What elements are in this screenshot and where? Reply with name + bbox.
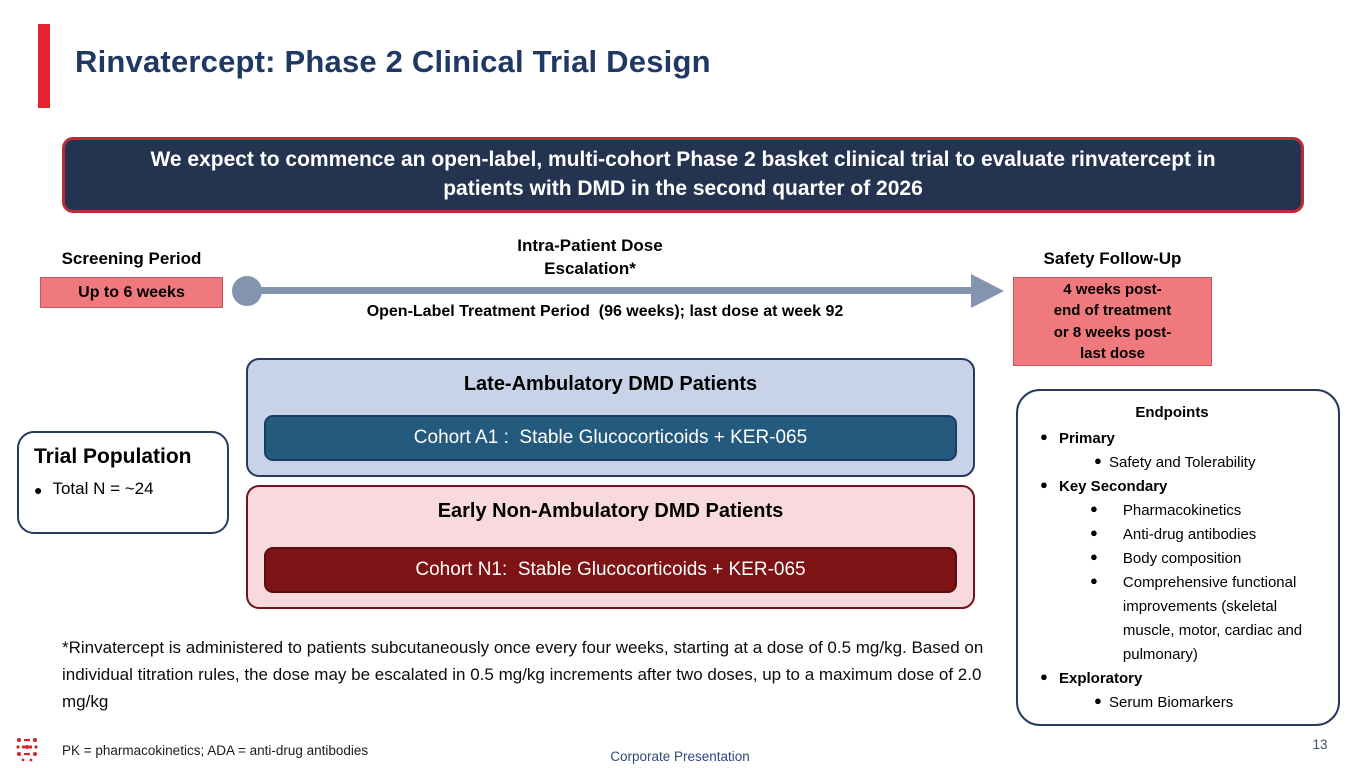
endpoint-exploratory-sub: ● Serum Biomarkers [1018,691,1326,715]
screening-duration-box: Up to 6 weeks [40,277,223,308]
endpoint-sub-label: Comprehensive functional improvements (s… [1122,574,1303,663]
bullet-icon: ● [1090,549,1098,564]
cohort-late-ambulatory-box: Late-Ambulatory DMD Patients Cohort A1 :… [246,358,975,477]
page-number: 13 [1312,737,1328,752]
endpoint-key-secondary: ● Key Secondary [1018,475,1326,499]
endpoint-key-secondary-label: Key Secondary [1059,478,1168,495]
cohort-n-group-title: Early Non-Ambulatory DMD Patients [437,500,784,522]
endpoint-exploratory-label: Exploratory [1059,670,1143,687]
cohort-a-group-title: Late-Ambulatory DMD Patients [463,373,758,395]
dose-escalation-label: Intra-Patient Dose Escalation* [420,235,760,281]
endpoints-box: Endpoints ● Primary ● Safety and Tolerab… [1016,389,1340,726]
endpoint-key-secondary-sub: ● Pharmacokinetics [1018,499,1326,523]
endpoint-sub-label: Pharmacokinetics [1122,502,1242,519]
cohort-n1-bar: Cohort N1: Stable Glucocorticoids + KER-… [264,547,957,593]
bullet-icon: ● [1090,501,1098,516]
dose-escalation-line1: Intra-Patient Dose [517,236,663,255]
endpoint-primary-label: Primary [1059,430,1115,447]
bullet-icon: ● [1094,453,1102,468]
slide-title: Rinvatercept: Phase 2 Clinical Trial Des… [75,44,711,79]
title-accent-bar [38,24,50,108]
footer-presentation-label: Corporate Presentation [610,749,750,764]
bullet-icon: ● [1040,429,1048,444]
abbreviations-note: PK = pharmacokinetics; ADA = anti-drug a… [62,743,369,758]
screening-period-label: Screening Period [61,249,202,268]
safety-box-line: last dose [1079,344,1145,362]
endpoint-key-secondary-sub: ● Body composition [1018,547,1326,571]
trial-population-box: Trial Population ● Total N = ~24 [17,431,229,534]
company-logo-icon [16,738,38,762]
endpoint-sub-label: Body composition [1122,550,1242,567]
bullet-icon: ● [1090,525,1098,540]
trial-population-bullet: ● Total N = ~24 [34,479,217,501]
bullet-icon: ● [1040,669,1048,684]
timeline-arrow-line [255,287,975,294]
endpoints-title: Endpoints [1135,404,1209,421]
timeline-arrowhead-icon [971,274,1004,308]
endpoint-key-secondary-sub: ● Anti-drug antibodies [1018,523,1326,547]
endpoint-sub-label: Serum Biomarkers [1109,694,1234,711]
endpoint-sub-label: Safety and Tolerability [1109,454,1256,471]
open-label-period-text: Open-Label Treatment Period (96 weeks); … [366,303,844,320]
endpoint-exploratory: ● Exploratory [1018,667,1326,691]
cohort-a1-bar: Cohort A1 : Stable Glucocorticoids + KER… [264,415,957,461]
safety-box-line: 4 weeks post- [1063,280,1162,298]
bullet-icon: ● [1094,693,1102,708]
trial-population-value: Total N = ~24 [52,479,154,498]
cohort-non-ambulatory-box: Early Non-Ambulatory DMD Patients Cohort… [246,485,975,609]
trial-population-title: Trial Population [34,445,192,468]
endpoint-primary-sub: ● Safety and Tolerability [1018,451,1326,475]
summary-banner: We expect to commence an open-label, mul… [62,137,1304,213]
dosing-footnote: *Rinvatercept is administered to patient… [62,638,984,711]
summary-banner-text: We expect to commence an open-label, mul… [150,148,1216,200]
company-logo [15,736,39,767]
safety-box-line: end of treatment [1053,302,1172,320]
dose-escalation-line2: Escalation* [544,258,636,278]
safety-followup-label: Safety Follow-Up [1043,249,1182,268]
endpoint-key-secondary-sub: ● Comprehensive functional improvements … [1018,571,1326,667]
safety-box-line: or 8 weeks post- [1053,323,1172,341]
bullet-icon: ● [34,482,43,498]
endpoint-sub-label: Anti-drug antibodies [1122,526,1257,543]
bullet-icon: ● [1090,573,1098,588]
safety-followup-box: 4 weeks post- end of treatment or 8 week… [1013,277,1212,366]
bullet-icon: ● [1040,477,1048,492]
endpoint-primary: ● Primary [1018,427,1326,451]
